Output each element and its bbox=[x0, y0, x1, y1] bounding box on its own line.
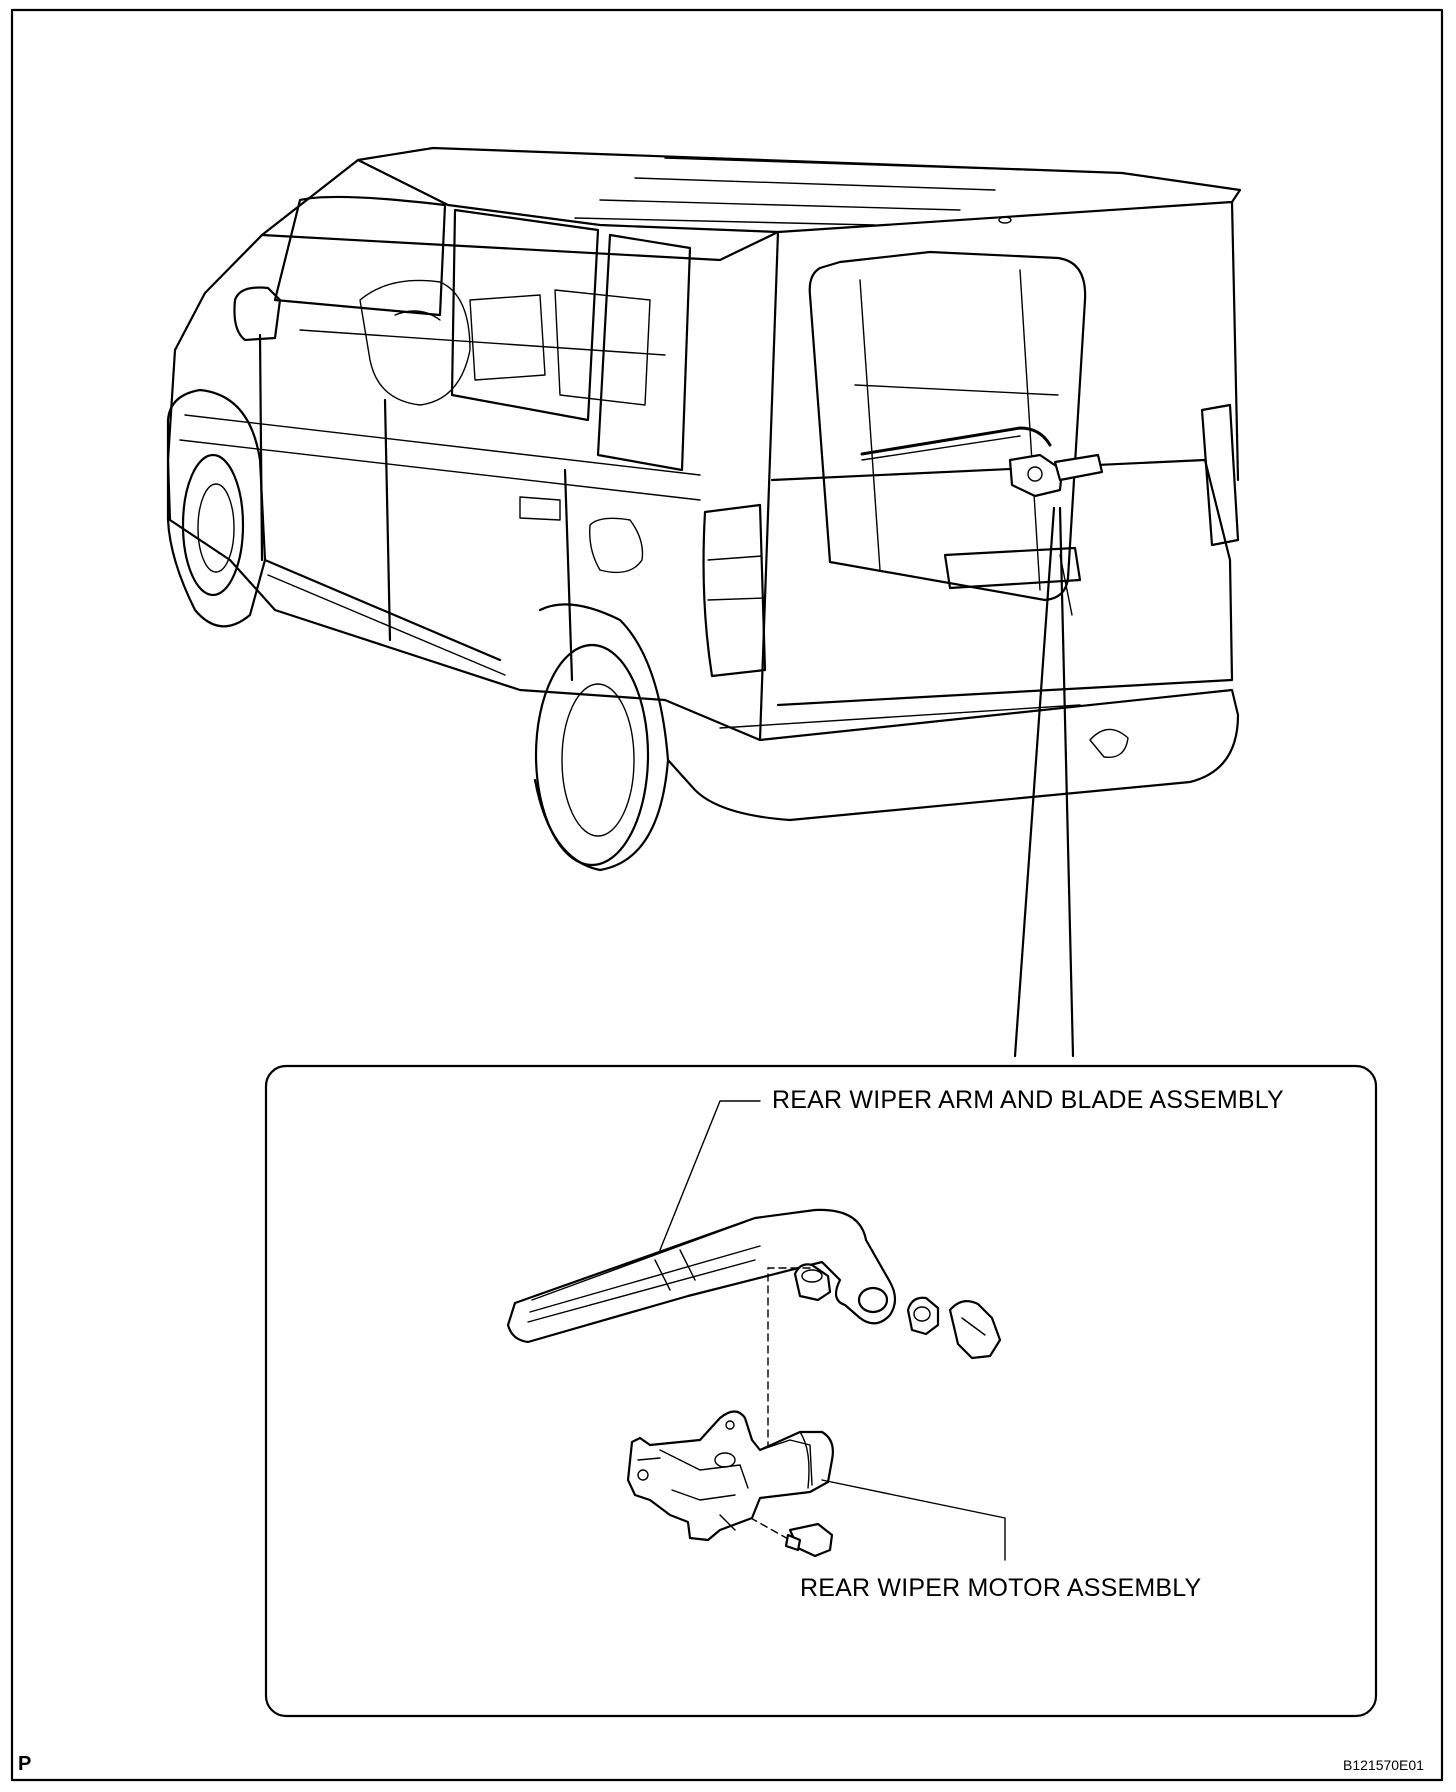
arm-blade-label: REAR WIPER ARM AND BLADE ASSEMBLY bbox=[772, 1086, 1284, 1114]
page-frame bbox=[10, 8, 1444, 1782]
motor-label: REAR WIPER MOTOR ASSEMBLY bbox=[800, 1574, 1202, 1602]
stud-illustration bbox=[793, 1263, 832, 1302]
rear-wiper-on-vehicle bbox=[860, 426, 1104, 498]
alignment-dashed-line bbox=[767, 1267, 811, 1471]
nut-illustration bbox=[906, 1296, 940, 1336]
cap-illustration bbox=[948, 1299, 1002, 1360]
wiper-arm-blade-illustration bbox=[506, 1208, 897, 1344]
vehicle-illustration bbox=[166, 146, 1242, 872]
figure-code: B121570E01 bbox=[1343, 1757, 1424, 1773]
leader-line-right bbox=[1058, 506, 1075, 1058]
bolt-dashed-line bbox=[739, 1511, 791, 1541]
arm-blade-leader bbox=[659, 1100, 761, 1251]
wiper-motor-illustration bbox=[626, 1410, 834, 1542]
bolt-illustration bbox=[784, 1522, 834, 1558]
detail-box bbox=[264, 1064, 1378, 1718]
corner-mark: P bbox=[18, 1753, 32, 1775]
leader-line-left bbox=[1013, 506, 1056, 1058]
motor-leader bbox=[821, 1479, 1006, 1561]
